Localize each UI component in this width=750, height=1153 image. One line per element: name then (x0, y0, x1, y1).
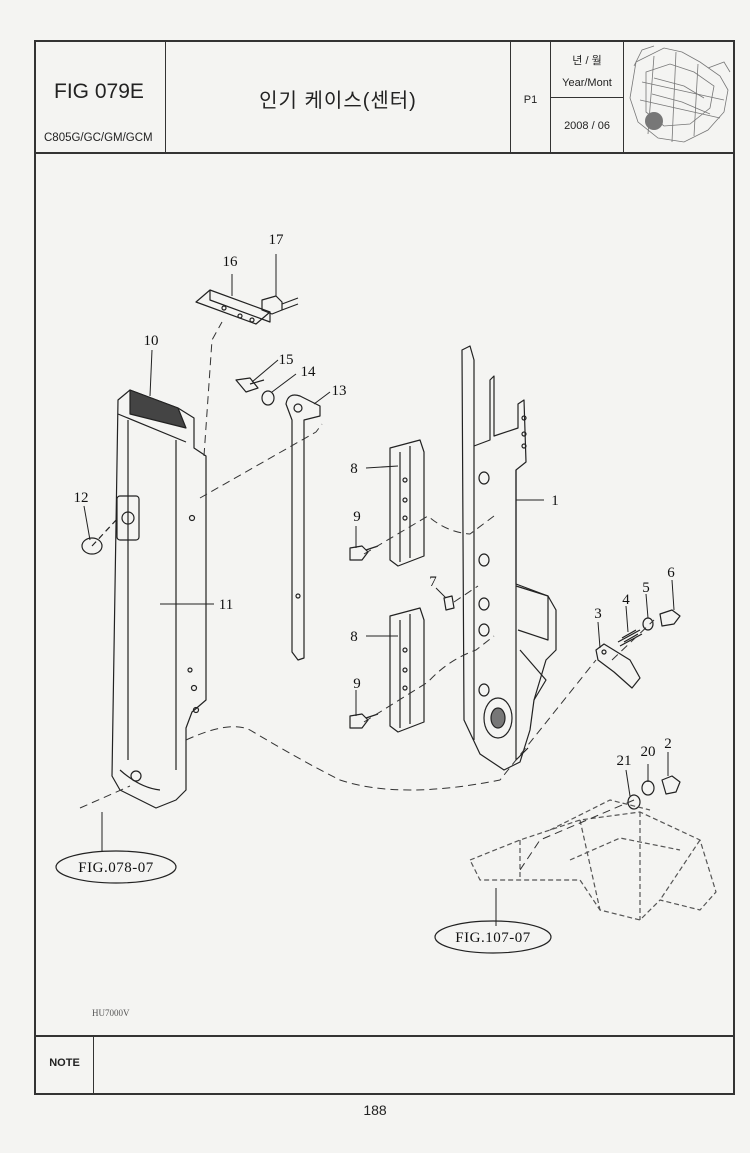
machine-thumbnail (629, 45, 731, 143)
callout-17: 17 (269, 232, 285, 248)
fig-107-07-reference: FIG.107-07 (455, 930, 530, 946)
callout-14: 14 (301, 364, 317, 380)
cap-part (81, 495, 140, 555)
note-row: NOTE (36, 1035, 733, 1093)
fig-078-07-reference: FIG.078-07 (78, 860, 153, 876)
assembly-lines (79, 321, 655, 871)
callout-12: 12 (74, 490, 89, 506)
title-cell: 인기 케이스(센터) (166, 42, 511, 152)
spring-part (617, 629, 643, 647)
issue-date: 2008 / 06 (564, 120, 610, 132)
callout-3: 3 (594, 606, 602, 622)
washer-part (261, 390, 275, 406)
callout-10: 10 (144, 333, 159, 349)
title-block: FIG 079E C805G/GC/GM/GCM 인기 케이스(센터) P1 년… (36, 42, 733, 154)
callout-6: 6 (667, 565, 675, 581)
guide-lower-part (389, 607, 425, 733)
callout-9-lower: 9 (353, 676, 361, 692)
fig-107-07-reference-outline (434, 920, 552, 954)
highlight-marker (645, 112, 663, 130)
callout-20: 20 (641, 744, 656, 760)
callout-9-upper: 9 (353, 509, 361, 525)
page-label: P1 (523, 94, 538, 106)
model-code: C805G/GC/GM/GCM (44, 132, 153, 144)
callout-16: 16 (223, 254, 239, 270)
callout-labels: 1 2 3 4 5 6 7 8 8 9 9 10 11 12 13 14 15 … (74, 232, 676, 1018)
year-month-english: Year/Mont (562, 77, 612, 89)
note-label: NOTE (49, 1057, 80, 1069)
callout-4: 4 (622, 592, 630, 608)
lever-plate-part (595, 643, 641, 689)
callout-11: 11 (219, 597, 233, 613)
washer-small-part (642, 617, 654, 631)
cover-case-part (111, 389, 207, 809)
drawing-code: HU7000V (92, 1008, 130, 1018)
guide-upper-part (389, 439, 425, 567)
figure-code: FIG 079E (54, 80, 144, 103)
bracket-part (285, 394, 321, 661)
bolt-small-part (659, 609, 681, 627)
figure-id-cell: FIG 079E C805G/GC/GM/GCM (36, 42, 166, 152)
hex-bolt-part (235, 377, 265, 393)
leader-lines (83, 254, 675, 926)
nut-part (661, 775, 681, 795)
callout-1: 1 (551, 493, 559, 509)
frame-part (461, 345, 557, 771)
callout-15: 15 (279, 352, 294, 368)
lock-washer-part (641, 780, 655, 796)
page-title: 인기 케이스(센터) (259, 90, 417, 112)
note-label-cell: NOTE (36, 1037, 94, 1093)
year-month-header: 년 / 월 Year/Mont (551, 42, 623, 98)
machine-thumbnail-cell (624, 42, 735, 152)
year-month-korean: 년 / 월 (572, 55, 602, 67)
callout-8-upper: 8 (350, 461, 358, 477)
bolt-lower-part (349, 713, 379, 729)
callout-13: 13 (332, 383, 347, 399)
page-label-cell: P1 (511, 42, 551, 152)
callout-5: 5 (642, 580, 650, 596)
bolt-upper-part (349, 545, 379, 561)
callout-21: 21 (617, 753, 632, 769)
exploded-parts-drawing: 1 2 3 4 5 6 7 8 8 9 9 10 11 12 13 14 15 … (55, 232, 717, 1018)
fig-078-07-reference-outline (55, 850, 177, 884)
callout-7: 7 (429, 574, 437, 590)
page-frame: FIG 079E C805G/GC/GM/GCM 인기 케이스(센터) P1 년… (34, 40, 735, 1095)
subframe-reference-part (469, 799, 717, 921)
plate-part (195, 289, 271, 325)
pin-part (443, 595, 455, 611)
year-month-cell: 년 / 월 Year/Mont 2008 / 06 (551, 42, 624, 152)
flat-washer-part (627, 794, 641, 810)
callout-8-lower: 8 (350, 629, 358, 645)
page-number: 188 (363, 1102, 387, 1118)
callout-2: 2 (664, 736, 672, 752)
